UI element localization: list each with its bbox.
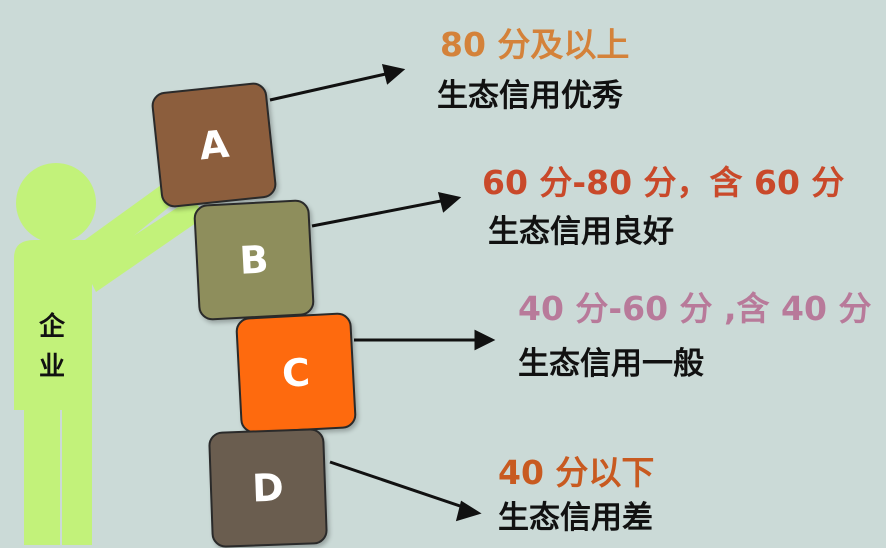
level-a-text: 生态信用优秀 (437, 78, 623, 114)
level-c-score: 40 分-60 分 ,含 40 分 (518, 289, 872, 328)
arrow-a (269, 71, 391, 102)
arrowhead-d (455, 500, 482, 522)
arrow-b (311, 198, 447, 228)
figure-head (16, 163, 96, 243)
level-b-score: 60 分-80 分，含 60 分 (482, 163, 845, 202)
level-b-text: 生态信用良好 (488, 214, 674, 250)
figure-torso (14, 240, 92, 410)
figure-leg-left (24, 400, 60, 545)
arrowhead-c (474, 329, 496, 351)
block-d-letter: D (251, 465, 285, 511)
block-d: D (208, 428, 328, 548)
block-b-letter: B (238, 237, 270, 283)
figure-arm-upper (78, 180, 180, 270)
level-c-text: 生态信用一般 (518, 346, 704, 382)
block-c: C (235, 312, 357, 434)
arrow-d (329, 460, 467, 510)
arrowhead-a (381, 64, 406, 85)
figure-arm-lower (84, 198, 206, 292)
level-a-score: 80 分及以上 (440, 25, 630, 64)
figure-label-line2: 业 (38, 352, 65, 382)
level-d-score: 40 分以下 (498, 453, 655, 492)
level-d-text: 生态信用差 (498, 500, 653, 536)
block-a: A (150, 81, 278, 209)
block-c-letter: C (280, 350, 312, 396)
figure-label-line1: 企 (38, 312, 65, 342)
block-a-letter: A (197, 121, 231, 169)
figure-leg-right (62, 400, 92, 545)
arrowhead-b (437, 192, 462, 213)
block-b: B (193, 199, 315, 321)
